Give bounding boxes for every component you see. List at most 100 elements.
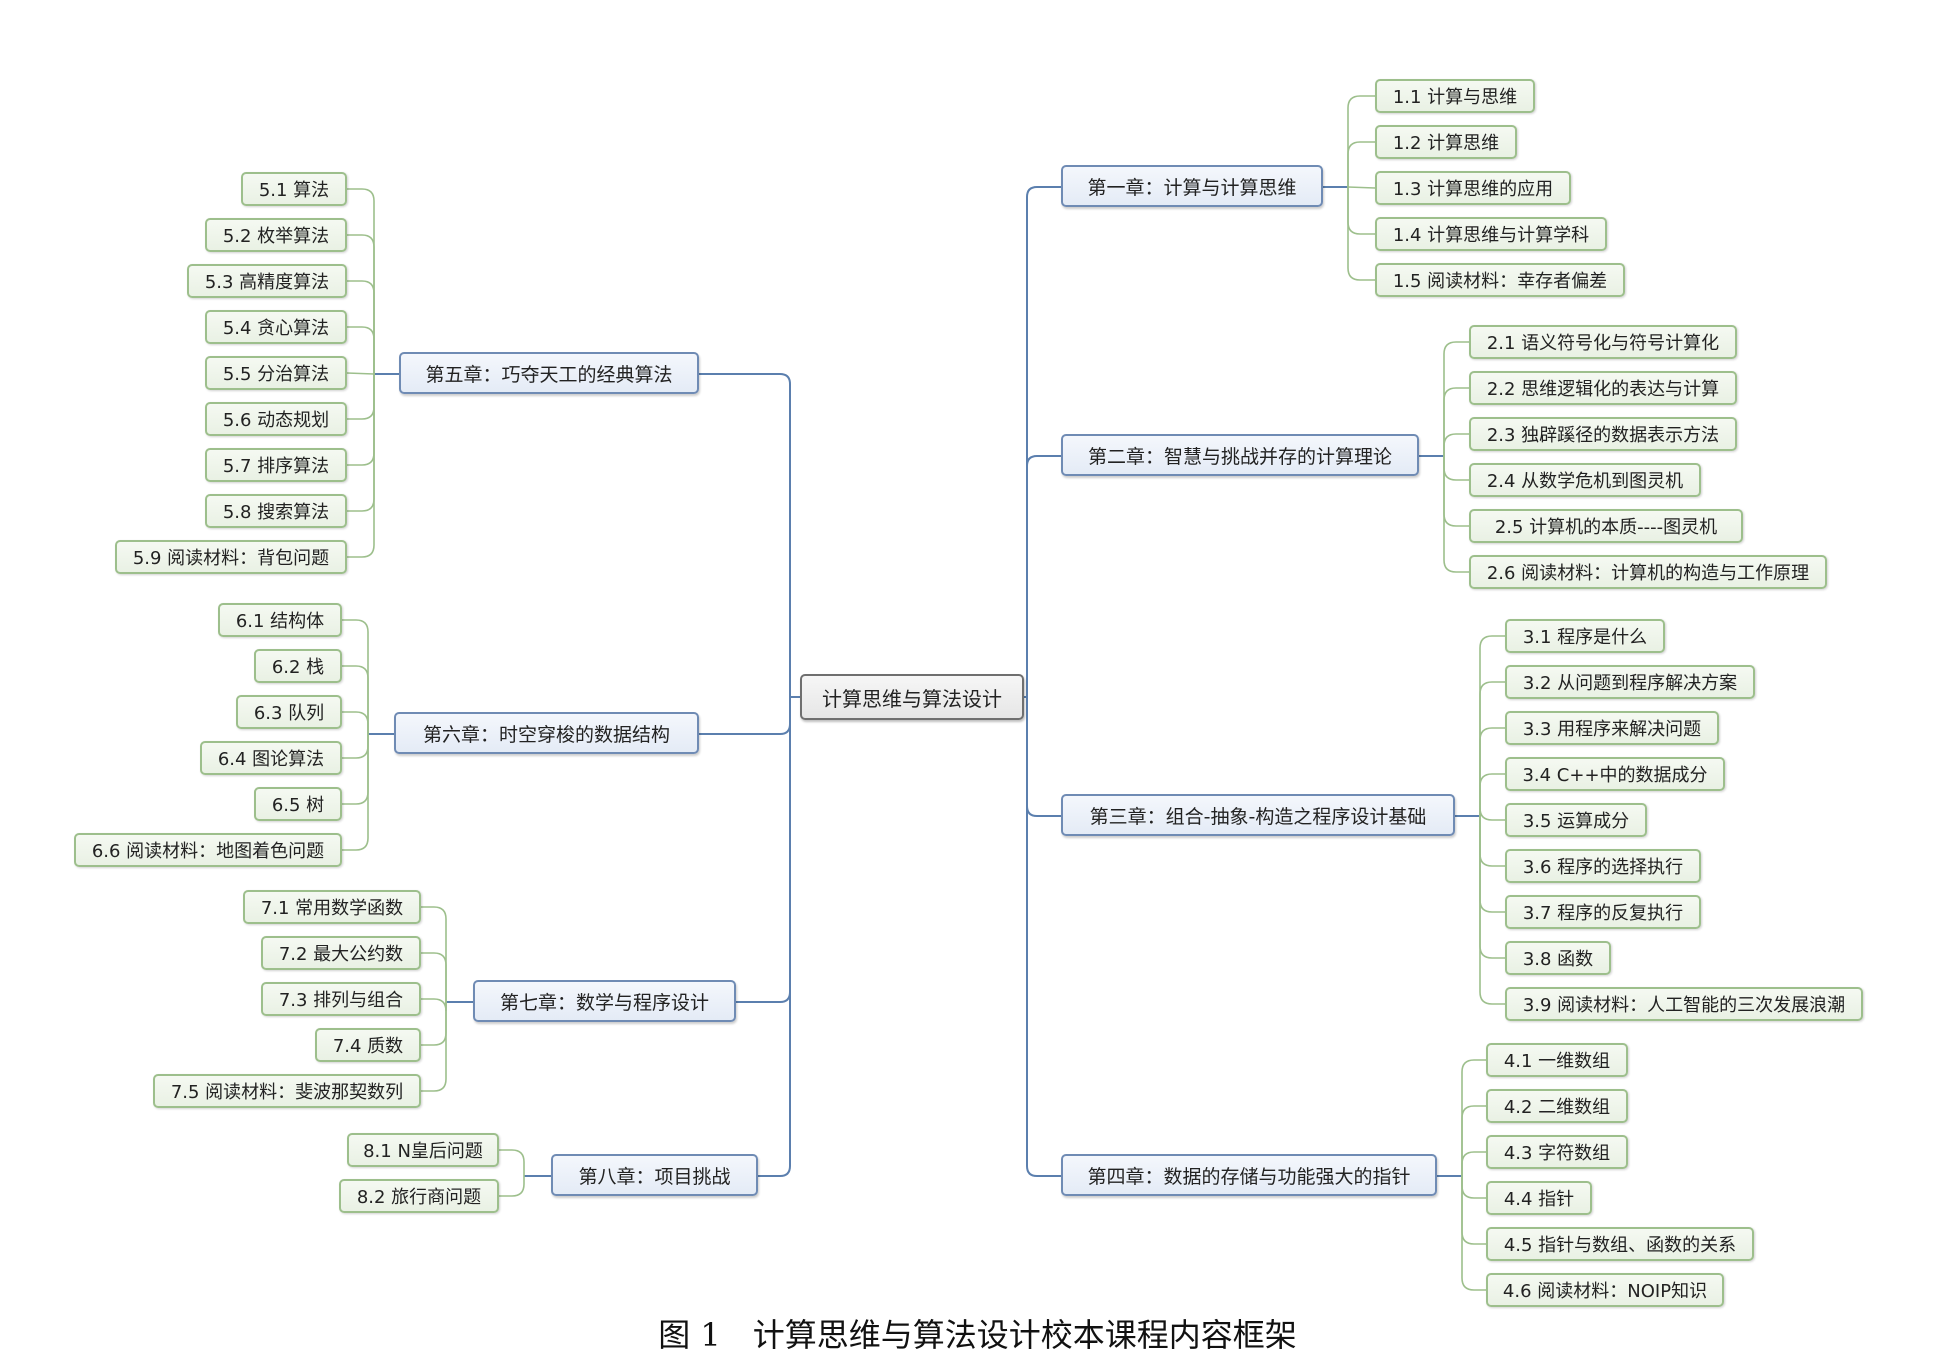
- connector-line: [342, 734, 369, 851]
- section-node[interactable]: 3.1 程序是什么: [1505, 619, 1665, 653]
- connector-line: [699, 697, 791, 735]
- connector-line: [347, 374, 375, 558]
- connector-line: [1461, 1059, 1486, 1176]
- section-node[interactable]: 2.2 思维逻辑化的表达与计算: [1469, 371, 1737, 405]
- section-node[interactable]: 6.4 图论算法: [200, 741, 342, 775]
- connector-line: [1443, 433, 1469, 456]
- connector-line: [1026, 697, 1061, 1177]
- chapter-node[interactable]: 第六章：时空穿梭的数据结构: [394, 712, 699, 754]
- connector-line: [736, 697, 791, 1003]
- chapter-node[interactable]: 第一章：计算与计算思维: [1061, 165, 1323, 207]
- section-node[interactable]: 4.4 指针: [1486, 1181, 1592, 1215]
- connector-line: [342, 665, 369, 734]
- connector-line: [342, 711, 369, 734]
- figure-caption: 图 1 计算思维与算法设计校本课程内容框架: [658, 1316, 1297, 1354]
- connector-line: [1461, 1105, 1486, 1176]
- connector-line: [699, 373, 791, 697]
- connector-line: [1026, 697, 1061, 817]
- section-node[interactable]: 5.6 动态规划: [205, 402, 347, 436]
- section-node[interactable]: 2.5 计算机的本质----图灵机: [1469, 509, 1743, 543]
- section-node[interactable]: 4.5 指针与数组、函数的关系: [1486, 1227, 1754, 1261]
- section-node[interactable]: 3.7 程序的反复执行: [1505, 895, 1701, 929]
- connector-line: [1443, 456, 1469, 527]
- chapter-node[interactable]: 第八章：项目挑战: [551, 1154, 758, 1196]
- connector-line: [1479, 816, 1505, 1005]
- connector-line: [1443, 456, 1469, 573]
- chapter-node[interactable]: 第五章：巧夺天工的经典算法: [399, 352, 699, 394]
- connector-line: [342, 734, 369, 805]
- section-node[interactable]: 4.2 二维数组: [1486, 1089, 1628, 1123]
- section-node[interactable]: 8.1 N皇后问题: [347, 1133, 499, 1167]
- section-node[interactable]: 2.6 阅读材料：计算机的构造与工作原理: [1469, 555, 1827, 589]
- section-node[interactable]: 5.5 分治算法: [205, 356, 347, 390]
- section-node[interactable]: 6.2 栈: [254, 649, 342, 683]
- section-node[interactable]: 5.4 贪心算法: [205, 310, 347, 344]
- connector-line: [347, 280, 375, 374]
- connector-line: [347, 234, 375, 374]
- section-node[interactable]: 3.2 从问题到程序解决方案: [1505, 665, 1755, 699]
- section-node[interactable]: 5.1 算法: [241, 172, 347, 206]
- connector-line: [1347, 141, 1375, 187]
- connector-line: [499, 1149, 525, 1176]
- section-node[interactable]: 7.5 阅读材料：斐波那契数列: [153, 1074, 421, 1108]
- connector-line: [1479, 807, 1505, 821]
- section-node[interactable]: 7.4 质数: [315, 1028, 421, 1062]
- section-node[interactable]: 6.5 树: [254, 787, 342, 821]
- section-node[interactable]: 3.3 用程序来解决问题: [1505, 711, 1719, 745]
- section-node[interactable]: 5.7 排序算法: [205, 448, 347, 482]
- connector-line: [347, 374, 375, 512]
- section-node[interactable]: 8.2 旅行商问题: [339, 1179, 499, 1213]
- connector-line: [421, 906, 447, 1002]
- connector-line: [1347, 187, 1375, 281]
- section-node[interactable]: 3.6 程序的选择执行: [1505, 849, 1701, 883]
- connector-line: [1479, 727, 1505, 816]
- section-node[interactable]: 3.5 运算成分: [1505, 803, 1647, 837]
- section-node[interactable]: 6.6 阅读材料：地图着色问题: [74, 833, 342, 867]
- section-node[interactable]: 5.2 枚举算法: [205, 218, 347, 252]
- connector-line: [758, 697, 791, 1177]
- section-node[interactable]: 2.1 语义符号化与符号计算化: [1469, 325, 1737, 359]
- section-node[interactable]: 1.1 计算与思维: [1375, 79, 1535, 113]
- connector-line: [1461, 1176, 1486, 1291]
- root-node[interactable]: 计算思维与算法设计: [800, 674, 1024, 720]
- section-node[interactable]: 3.8 函数: [1505, 941, 1611, 975]
- connector-line: [421, 998, 447, 1012]
- section-node[interactable]: 3.9 阅读材料：人工智能的三次发展浪潮: [1505, 987, 1863, 1021]
- chapter-node[interactable]: 第三章：组合-抽象-构造之程序设计基础: [1061, 794, 1455, 836]
- section-node[interactable]: 5.8 搜索算法: [205, 494, 347, 528]
- connector-line: [1443, 341, 1469, 456]
- section-node[interactable]: 4.3 字符数组: [1486, 1135, 1628, 1169]
- section-node[interactable]: 6.1 结构体: [218, 603, 342, 637]
- chapter-node[interactable]: 第二章：智慧与挑战并存的计算理论: [1061, 434, 1419, 476]
- section-node[interactable]: 1.2 计算思维: [1375, 125, 1517, 159]
- connector-line: [347, 188, 375, 374]
- connector-line: [342, 734, 369, 759]
- section-node[interactable]: 5.3 高精度算法: [187, 264, 347, 298]
- connector-line: [1479, 681, 1505, 816]
- connector-line: [1443, 456, 1469, 481]
- chapter-node[interactable]: 第四章：数据的存储与功能强大的指针: [1061, 1154, 1437, 1196]
- connector-line: [1026, 455, 1061, 697]
- section-node[interactable]: 7.3 排列与组合: [261, 982, 421, 1016]
- connector-line: [1461, 1176, 1486, 1199]
- connector-line: [1479, 635, 1505, 816]
- connector-line: [1461, 1151, 1486, 1176]
- section-node[interactable]: 2.3 独辟蹊径的数据表示方法: [1469, 417, 1737, 451]
- connector-line: [347, 374, 375, 420]
- section-node[interactable]: 4.6 阅读材料：NOIP知识: [1486, 1273, 1724, 1307]
- section-node[interactable]: 1.5 阅读材料：幸存者偏差: [1375, 263, 1625, 297]
- section-node[interactable]: 7.2 最大公约数: [261, 936, 421, 970]
- section-node[interactable]: 5.9 阅读材料：背包问题: [115, 540, 347, 574]
- section-node[interactable]: 6.3 队列: [236, 695, 342, 729]
- section-node[interactable]: 1.3 计算思维的应用: [1375, 171, 1571, 205]
- section-node[interactable]: 7.1 常用数学函数: [243, 890, 421, 924]
- section-node[interactable]: 1.4 计算思维与计算学科: [1375, 217, 1607, 251]
- connector-line: [421, 1002, 447, 1046]
- connector-line: [1443, 387, 1469, 456]
- section-node[interactable]: 2.4 从数学危机到图灵机: [1469, 463, 1701, 497]
- section-node[interactable]: 3.4 C++中的数据成分: [1505, 757, 1725, 791]
- chapter-node[interactable]: 第七章：数学与程序设计: [473, 980, 736, 1022]
- section-node[interactable]: 4.1 一维数组: [1486, 1043, 1628, 1077]
- connector-line: [1479, 816, 1505, 867]
